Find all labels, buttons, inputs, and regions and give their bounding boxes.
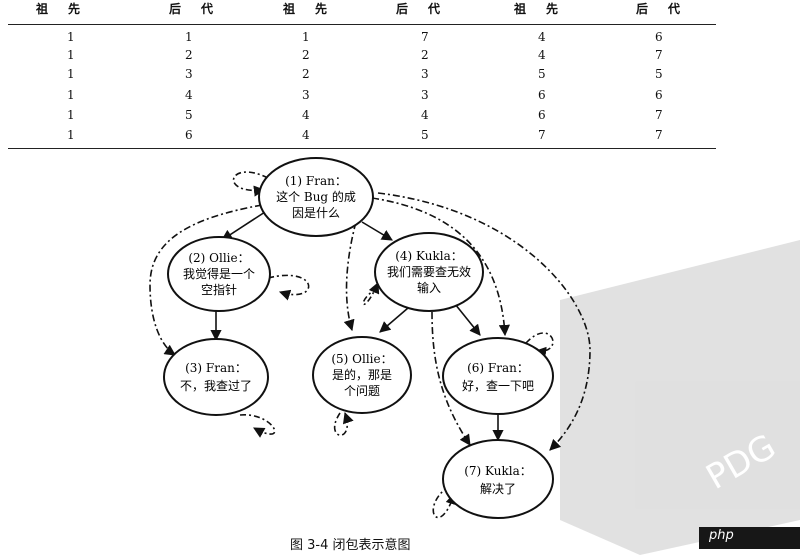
node-3-text: 不，我查过了 <box>180 379 252 393</box>
node-7-title: (7) Kukla： <box>464 464 532 478</box>
watermark-text: php <box>709 528 734 543</box>
loop-1 <box>232 171 269 197</box>
node-1-text: 这个 Bug 的成 <box>276 189 356 204</box>
table-row: 1 3 2 3 5 5 <box>67 67 663 81</box>
node-6-title: (6) Fran： <box>467 361 529 375</box>
node-5-text: 是的，那是 <box>332 367 392 382</box>
loop-5 <box>333 411 354 436</box>
node-4-title: (4) Kukla： <box>395 249 463 263</box>
table-row: 1 5 4 4 6 7 <box>67 108 663 122</box>
loop-2 <box>267 274 310 301</box>
node-6-text: 好，查一下吧 <box>462 379 534 393</box>
loop-7 <box>432 485 457 519</box>
solid-edges <box>210 211 504 442</box>
node-7-text: 解决了 <box>480 482 516 496</box>
edge-4-5 <box>379 307 409 333</box>
edge-1-3 <box>149 204 263 356</box>
table-row: 1 4 3 3 6 6 <box>67 88 663 102</box>
edge-4-6 <box>454 303 481 336</box>
node-1-text2: 因是什么 <box>292 206 340 220</box>
watermark-band <box>699 527 800 549</box>
loop-6 <box>525 332 554 358</box>
node-3-title: (3) Fran： <box>185 361 247 375</box>
self-loops <box>232 171 554 519</box>
node-6: (6) Fran： 好，查一下吧 <box>442 337 554 415</box>
node-2-title: (2) Ollie： <box>188 251 249 265</box>
node-5-text2: 个问题 <box>344 384 380 398</box>
edge-1-4 <box>361 221 393 241</box>
edge-1-6 <box>371 197 510 337</box>
bottom-rule <box>8 148 716 149</box>
table-row: 1 6 4 5 7 7 <box>67 128 663 142</box>
node-2-text2: 空指针 <box>201 282 237 297</box>
node-1: (1) Fran： 这个 Bug 的成 因是什么 <box>258 157 374 237</box>
table-row: 1 2 2 2 4 7 <box>67 48 663 62</box>
edge-1-7 <box>377 192 591 451</box>
table-row: 1 1 1 7 4 6 <box>67 30 663 44</box>
node-2-text: 我觉得是一个 <box>183 266 255 281</box>
watermark-seal: PDG <box>560 240 800 555</box>
node-4-text: 我们需要查无效 <box>387 264 471 279</box>
node-1-title: (1) Fran： <box>285 174 347 188</box>
figure-caption: 图 3-4 闭包表示意图 <box>290 538 411 553</box>
edge-1-2 <box>221 211 266 241</box>
table-header: 祖先 后代 祖先 后代 祖先 后代 <box>36 2 701 16</box>
loop-3 <box>239 414 276 438</box>
node-7: (7) Kukla： 解决了 <box>442 439 554 519</box>
node-5: (5) Ollie： 是的，那是 个问题 <box>312 336 412 414</box>
node-2: (2) Ollie： 我觉得是一个 空指针 <box>167 236 271 312</box>
header-rule <box>8 24 716 25</box>
node-4: (4) Kukla： 我们需要查无效 输入 <box>374 232 484 312</box>
node-4-text2: 输入 <box>417 280 441 295</box>
node-5-title: (5) Ollie： <box>331 352 392 366</box>
loop-4 <box>362 281 380 305</box>
node-3: (3) Fran： 不，我查过了 <box>163 338 269 416</box>
edge-4-7 <box>431 311 471 446</box>
